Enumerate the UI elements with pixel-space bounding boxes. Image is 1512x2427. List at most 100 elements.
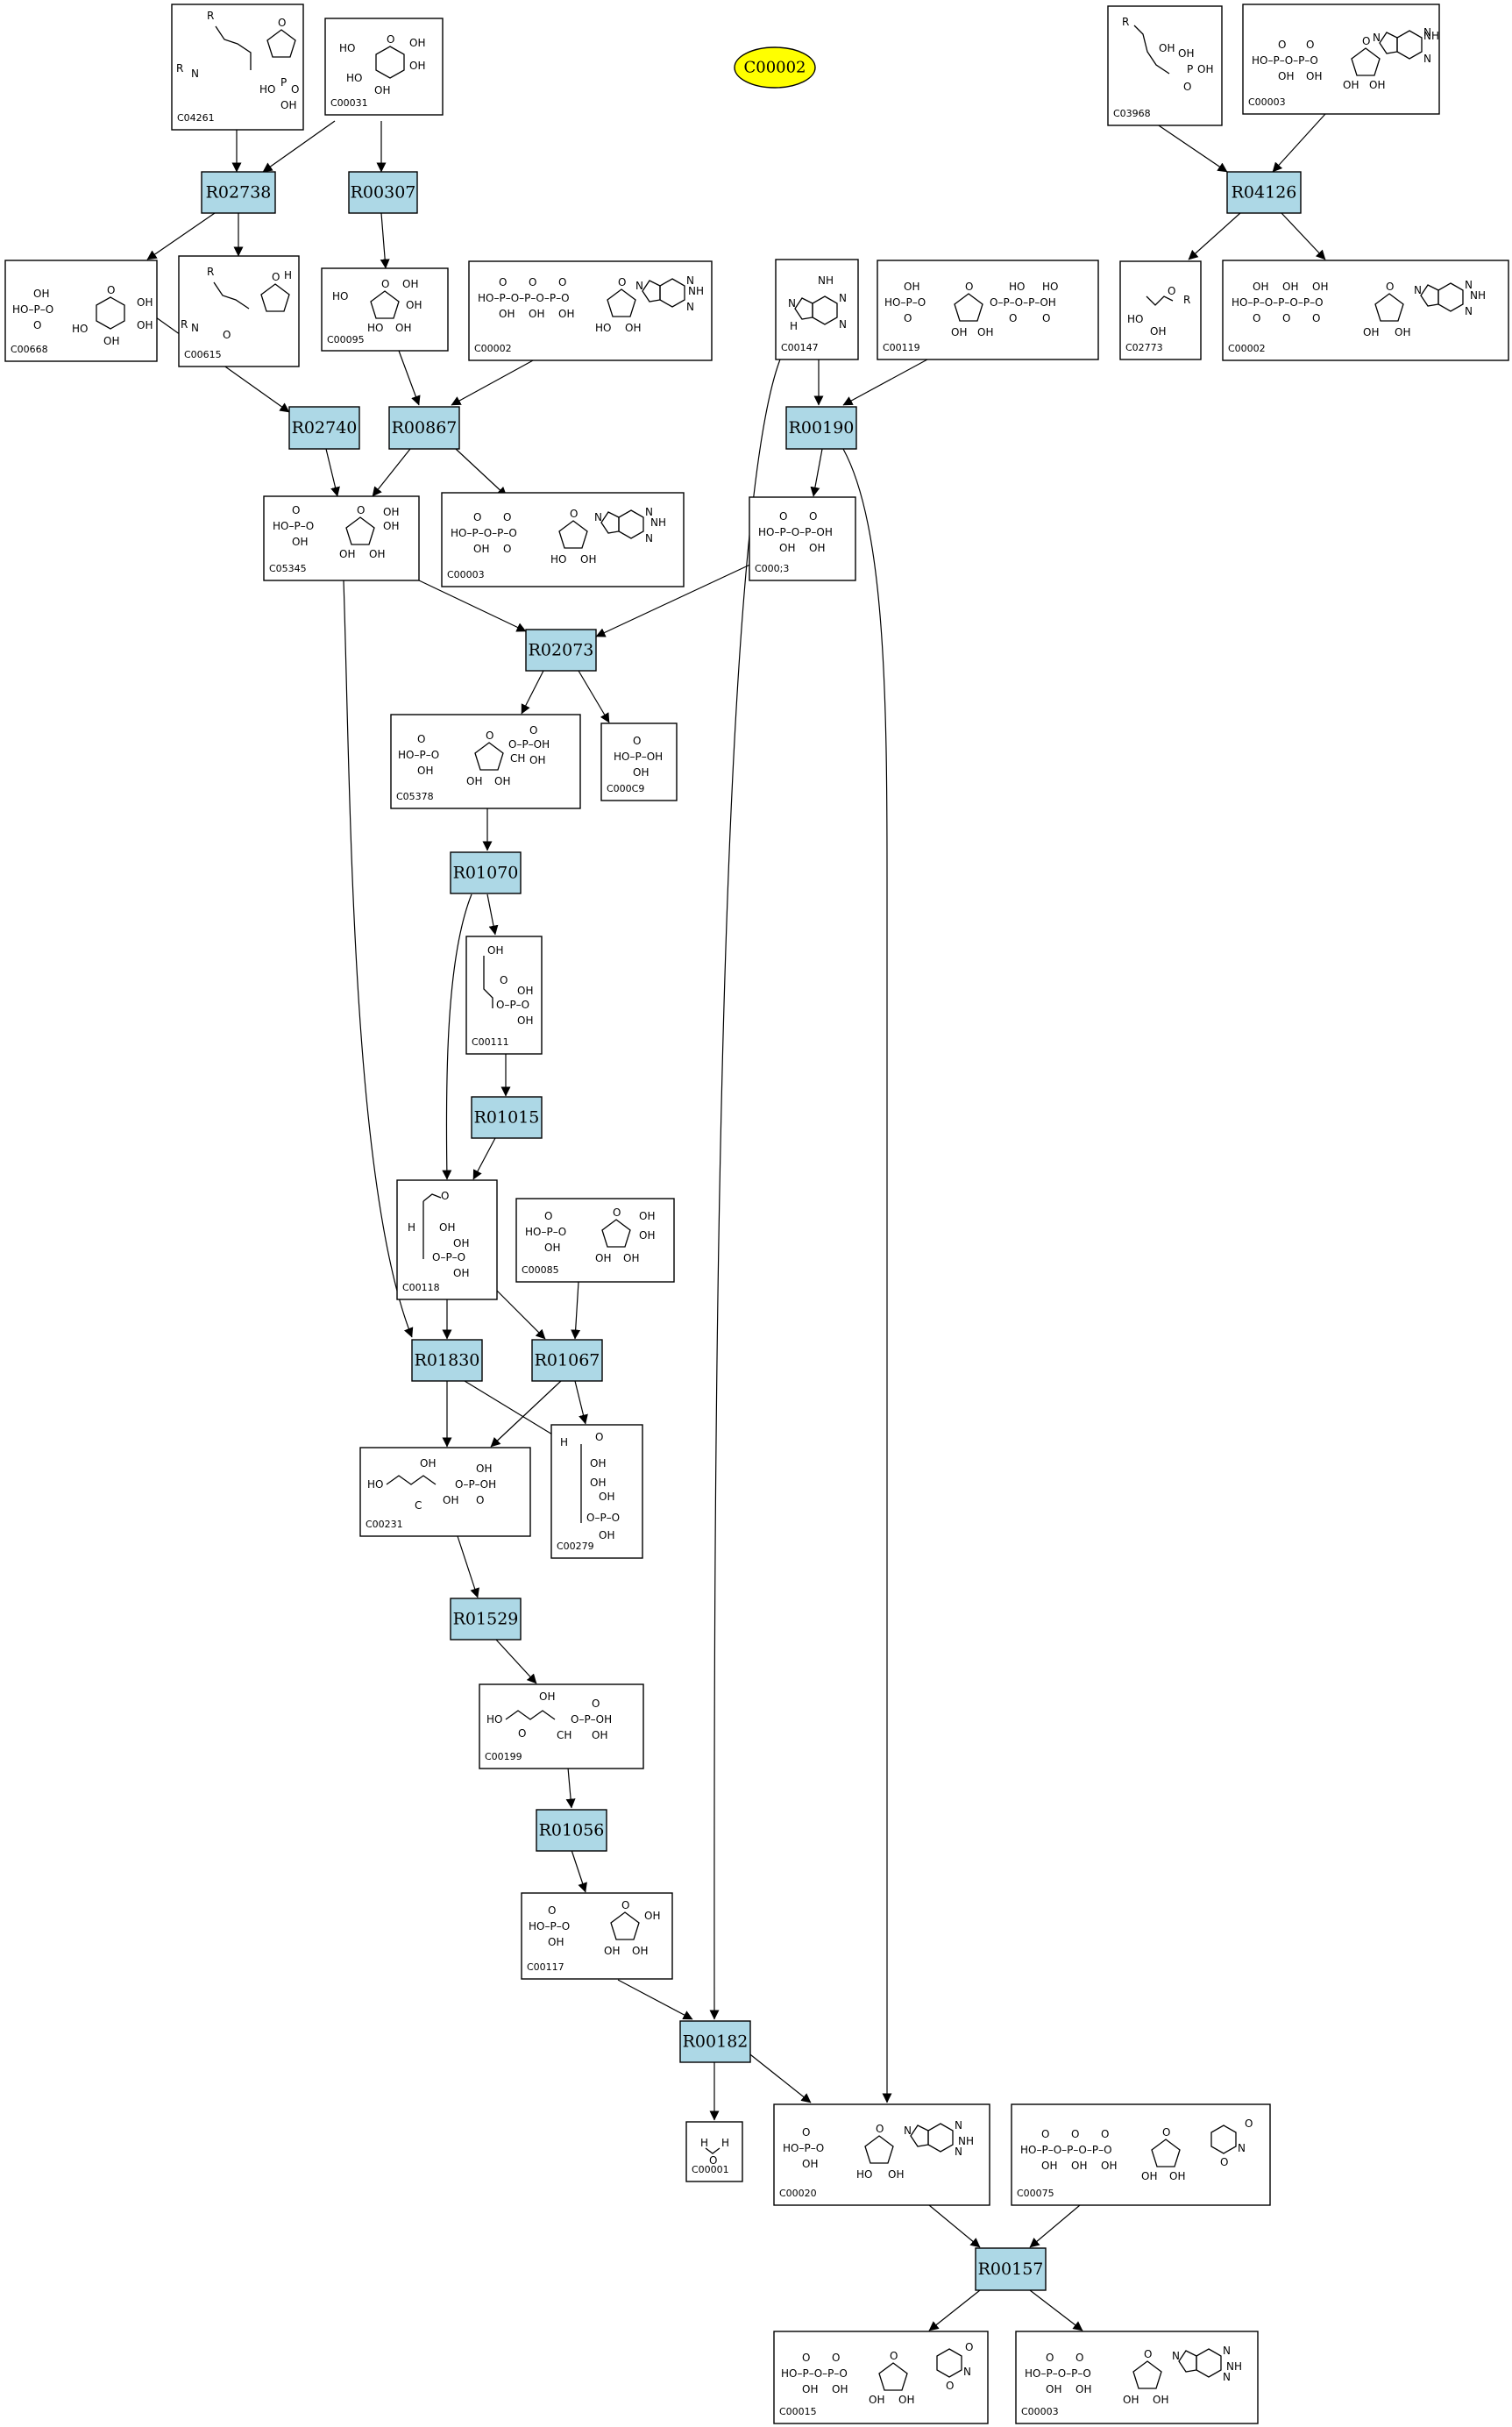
structure-drawing: O R HO OH xyxy=(1127,285,1190,338)
edge xyxy=(457,1535,479,1598)
edge xyxy=(1188,212,1241,260)
svg-text:OH: OH xyxy=(383,506,399,518)
compound-node[interactable]: R N R HO P O OH C04261 xyxy=(171,4,304,131)
compound-node[interactable]: HO–P–O–P–O–P–O O O O OH OH OH OH OH O C0… xyxy=(1011,2103,1271,2206)
compound-node[interactable]: HO–P–O–P–OH O O OH OH C000;3 xyxy=(749,496,856,581)
svg-text:NH: NH xyxy=(688,285,704,297)
compound-id: C05345 xyxy=(269,563,307,574)
reaction-label: R00867 xyxy=(392,418,458,438)
compound-node[interactable]: HO–P–O–P–O O O OH OH OH OH O C00015 xyxy=(773,2331,989,2424)
svg-text:OH: OH xyxy=(595,1252,611,1264)
svg-text:O–P–O–P–OH: O–P–O–P–OH xyxy=(990,296,1056,309)
svg-text:OH: OH xyxy=(802,2158,818,2170)
reaction-node[interactable]: R00307 xyxy=(348,171,418,214)
svg-text:O: O xyxy=(499,276,507,288)
compound-node[interactable]: R R N O H C00615 xyxy=(178,255,300,367)
svg-text:OH: OH xyxy=(548,1936,564,1948)
svg-text:O: O xyxy=(292,504,300,516)
reaction-node[interactable]: R01015 xyxy=(471,1096,543,1139)
compound-node[interactable]: HO–P–O O OH OH OH OH OH C00085 xyxy=(515,1198,675,1283)
compound-node[interactable]: HO–P–O O OH OH OH OH OH C05345 xyxy=(263,495,420,581)
svg-text:OH: OH xyxy=(1369,79,1385,91)
svg-text:OH: OH xyxy=(1253,281,1268,293)
structure-drawing: HO–P–O OH O OH OH HO OH xyxy=(12,283,153,347)
svg-text:O: O xyxy=(518,1727,526,1740)
compound-id: C00003 xyxy=(1248,96,1286,108)
svg-text:OH: OH xyxy=(639,1229,655,1242)
svg-text:O: O xyxy=(965,2341,973,2353)
compound-node[interactable]: O R HO OH C02773 xyxy=(1119,260,1202,360)
reaction-node[interactable]: R01067 xyxy=(531,1339,603,1382)
svg-text:OH: OH xyxy=(406,299,422,311)
compound-node[interactable]: HO–P–O–P–O–P–O OH OH OH O O O OH OH NH C… xyxy=(1222,260,1509,361)
svg-text:OH: OH xyxy=(558,308,574,320)
compound-id: C00002 xyxy=(1228,343,1266,354)
compound-node[interactable]: HO–P–O–P–O O O OH OH OH OH NH C00003 xyxy=(1015,2331,1259,2424)
svg-text:OH: OH xyxy=(802,2383,818,2395)
svg-text:O: O xyxy=(802,2126,810,2139)
edge xyxy=(451,359,536,406)
reaction-node[interactable]: R01830 xyxy=(411,1339,483,1382)
svg-text:O: O xyxy=(529,724,537,737)
compound-node[interactable]: HO–P–O OH O OH OH HO OH C00668 xyxy=(4,260,158,362)
compound-id: C00117 xyxy=(527,1961,564,1973)
svg-text:O–P–O: O–P–O xyxy=(496,999,529,1011)
compound-node[interactable]: HO–P–O O OH HO OH NH C00020 xyxy=(773,2103,990,2206)
svg-text:OH: OH xyxy=(625,322,641,334)
reaction-node[interactable]: R02738 xyxy=(201,171,276,214)
svg-text:OH: OH xyxy=(1141,2170,1157,2182)
compound-node[interactable]: HO HO OH OH OH C00031 xyxy=(324,18,444,116)
compound-id: C00111 xyxy=(472,1036,509,1048)
reaction-node[interactable]: R02740 xyxy=(288,406,360,450)
svg-text:HO: HO xyxy=(1127,313,1143,325)
highlight-compound-node[interactable]: C00002 xyxy=(734,46,816,89)
compound-node[interactable]: R OH OH P OH O C03968 xyxy=(1107,5,1223,126)
svg-text:R: R xyxy=(207,10,214,22)
svg-text:OH: OH xyxy=(33,288,49,300)
compound-node[interactable]: HO–P–O OH O O–P–O–P–OH HO HO O O OH OH C… xyxy=(877,260,1099,360)
svg-text:HO–P–O–P–O: HO–P–O–P–O xyxy=(1025,2367,1091,2380)
svg-text:O: O xyxy=(709,2154,717,2167)
svg-text:O: O xyxy=(1071,2128,1079,2140)
compound-node[interactable]: HO–P–O O OH OH OH OH C00117 xyxy=(521,1892,673,1980)
compound-node[interactable]: OH O O–P–O OH OH C00111 xyxy=(465,936,543,1055)
compound-node[interactable]: NH H C00147 xyxy=(775,259,859,360)
structure-drawing: HO OH O CH O–P–OH O OH xyxy=(486,1690,612,1741)
structure-drawing: H O OH OH OH O–P–O OH xyxy=(560,1431,620,1541)
compound-node[interactable]: HO OH C OH O–P–OH OH O C00231 xyxy=(359,1447,531,1537)
reaction-node[interactable]: R04126 xyxy=(1226,171,1302,214)
reaction-node[interactable]: R00190 xyxy=(785,406,857,450)
compound-id: C04261 xyxy=(177,112,215,124)
reaction-node[interactable]: R01070 xyxy=(450,851,522,894)
compound-node[interactable]: HO OH O CH O–P–OH O OH C00199 xyxy=(479,1683,644,1769)
edge xyxy=(565,1767,576,1809)
compound-node[interactable]: HO–P–O–P–O O O OH O HO OH NH C00003 xyxy=(441,492,685,587)
svg-text:O–P–OH: O–P–OH xyxy=(571,1713,612,1726)
reaction-node[interactable]: R00182 xyxy=(679,2020,751,2063)
reaction-node[interactable]: R02073 xyxy=(525,629,597,672)
compound-node[interactable]: HO OH OH HO OH C00095 xyxy=(321,267,449,352)
reaction-node[interactable]: R00867 xyxy=(388,406,460,450)
compound-node[interactable]: O H OH O–P–O OH OH C00118 xyxy=(396,1179,498,1300)
reaction-node[interactable]: R01529 xyxy=(450,1598,522,1641)
compound-node[interactable]: HO–P–OH O OH C000C9 xyxy=(600,722,678,801)
edge xyxy=(146,212,216,260)
svg-text:HO–P–O–P–O: HO–P–O–P–O xyxy=(1252,54,1318,67)
svg-text:HO: HO xyxy=(550,553,566,566)
edge xyxy=(928,2204,981,2248)
svg-text:O: O xyxy=(904,312,912,324)
compound-id: C00001 xyxy=(692,2164,729,2175)
compound-node[interactable]: HO–P–O O OH O–P–OH O OH CH OH OH C05378 xyxy=(390,714,581,809)
compound-id: C00015 xyxy=(779,2406,817,2417)
compound-id: C00118 xyxy=(402,1282,440,1293)
svg-text:O: O xyxy=(529,276,536,288)
reaction-node[interactable]: R01056 xyxy=(536,1809,607,1852)
reaction-node[interactable]: R00157 xyxy=(975,2247,1047,2291)
reaction-label: R00182 xyxy=(683,2032,749,2052)
compound-node[interactable]: HO–P–O–P–O O O OH OH OH OH NH C00003 xyxy=(1242,4,1440,115)
compound-node[interactable]: H O H C00001 xyxy=(685,2121,743,2182)
compound-node[interactable]: HO–P–O–P–O–P–O O O O OH OH OH HO OH NH C… xyxy=(468,260,713,361)
compound-node[interactable]: H O OH OH OH O–P–O OH C00279 xyxy=(550,1424,643,1559)
compound-id: C00075 xyxy=(1017,2188,1054,2199)
edge xyxy=(262,120,336,173)
